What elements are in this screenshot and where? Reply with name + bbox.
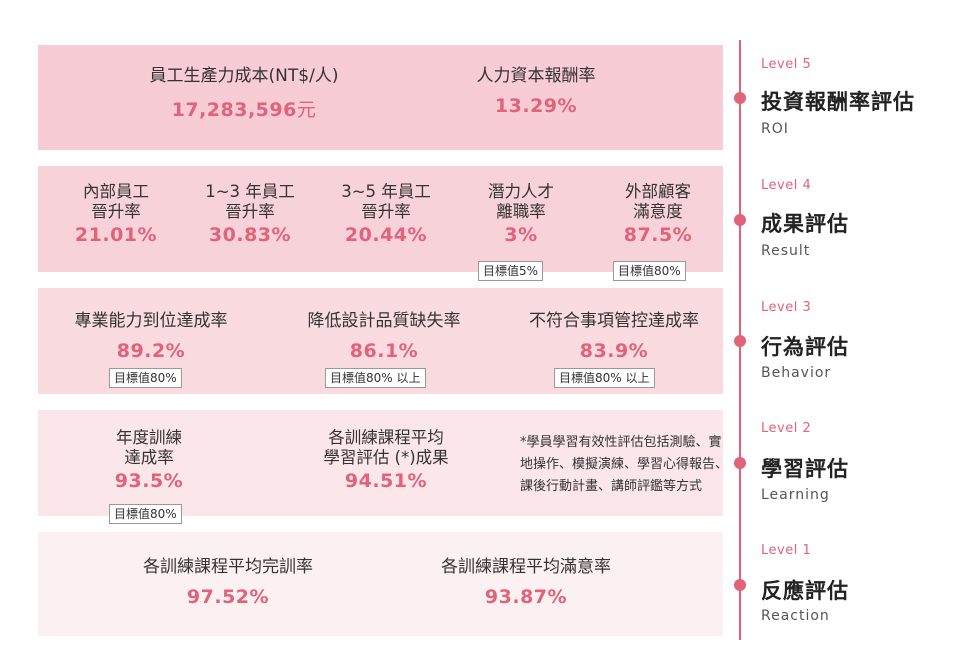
metric-value: 20.44% xyxy=(344,224,428,246)
metric-label-line1: 潛力人才 xyxy=(488,182,554,201)
promotion-1-3-year-metric: 1~3 年員工 晉升率 30.83% xyxy=(205,182,295,246)
metric-label: 各訓練課程平均完訓率 xyxy=(143,557,313,577)
level4-panel: 內部員工 晉升率 21.01% 1~3 年員工 晉升率 30.83% 3~5 年… xyxy=(38,166,723,281)
metric-value: 17,283,596元 xyxy=(150,95,339,122)
target-badge: 目標值80% xyxy=(109,368,182,388)
metric-value: 89.2% xyxy=(116,340,186,362)
metric-label: 不符合事項管控達成率 xyxy=(529,311,699,331)
level1-title: 反應評估 xyxy=(761,579,849,603)
target-badge: 目標值80% xyxy=(613,261,686,281)
metric-label-line2: 晉升率 xyxy=(91,202,141,221)
level5-title: 投資報酬率評估 xyxy=(761,90,915,114)
metric-unit: 元 xyxy=(296,99,317,121)
level1-subtitle: Reaction xyxy=(761,608,830,624)
nonconformity-control-metric: 不符合事項管控達成率 83.9% xyxy=(529,310,699,362)
metric-value: 83.9% xyxy=(579,340,649,362)
level1-dot-icon xyxy=(734,579,746,591)
metric-value: 21.01% xyxy=(74,224,158,246)
design-defect-reduction-metric: 降低設計品質缺失率 86.1% xyxy=(308,310,461,362)
metric-value: 30.83% xyxy=(208,224,292,246)
level2-label: Level 2 xyxy=(761,421,812,436)
level2-dot-icon xyxy=(734,457,746,469)
metric-value: 93.5% xyxy=(114,470,184,492)
level5-panel: 員工生產力成本(NT$/人) 17,283,596元 人力資本報酬率 13.29… xyxy=(38,45,723,150)
level4-subtitle: Result xyxy=(761,243,811,259)
level1-label: Level 1 xyxy=(761,543,812,558)
metric-label-line2: 離職率 xyxy=(496,202,546,221)
metric-number: 17,283,596 xyxy=(171,99,297,121)
metric-label-line1: 1~3 年員工 xyxy=(205,182,295,201)
level3-label: Level 3 xyxy=(761,300,812,315)
level1-panel: 各訓練課程平均完訓率 97.52% 各訓練課程平均滿意率 93.87% xyxy=(38,532,723,636)
level3-title: 行為評估 xyxy=(761,335,849,359)
human-capital-roi-metric: 人力資本報酬率 13.29% xyxy=(477,65,596,117)
target-badge: 目標值80% 以上 xyxy=(325,368,426,388)
metric-label-line1: 外部顧客 xyxy=(624,182,691,201)
level3-panel: 專業能力到位達成率 89.2% 目標值80% 降低設計品質缺失率 86.1% 目… xyxy=(38,288,723,394)
metric-value: 87.5% xyxy=(623,224,693,246)
metric-value: 94.51% xyxy=(344,470,428,492)
metric-label-line1: 年度訓練 xyxy=(115,428,182,447)
talent-turnover-metric: 潛力人才 離職率 3% xyxy=(488,182,554,246)
level4-title: 成果評估 xyxy=(761,212,849,236)
level4-dot-icon xyxy=(734,214,746,226)
level5-label: Level 5 xyxy=(761,57,812,72)
learning-assessment-metric: 各訓練課程平均 學習評估 (*)成果 94.51% xyxy=(323,428,448,492)
metric-label-line2: 學習評估 (*)成果 xyxy=(323,448,449,467)
target-badge: 目標值80% 以上 xyxy=(554,368,655,388)
level2-panel: 年度訓練 達成率 93.5% 目標值80% 各訓練課程平均 學習評估 (*)成果… xyxy=(38,410,728,524)
target-badge: 目標值5% xyxy=(478,261,544,281)
metric-label: 各訓練課程平均滿意率 xyxy=(441,557,611,577)
level3-dot-icon xyxy=(734,335,746,347)
level3-subtitle: Behavior xyxy=(761,365,832,381)
metric-label-line1: 3~5 年員工 xyxy=(341,182,431,201)
metric-label: 降低設計品質缺失率 xyxy=(307,311,461,331)
metric-label-line2: 晉升率 xyxy=(225,202,275,221)
level4-label: Level 4 xyxy=(761,178,812,193)
level2-subtitle: Learning xyxy=(761,487,830,503)
metric-label-line1: 內部員工 xyxy=(82,182,149,201)
metric-value: 3% xyxy=(504,224,538,246)
metric-label: 專業能力到位達成率 xyxy=(74,311,228,331)
metric-value: 13.29% xyxy=(494,95,578,117)
metric-value: 86.1% xyxy=(349,340,419,362)
metric-label: 員工生產力成本(NT$/人) xyxy=(149,66,339,86)
metric-label-line2: 晉升率 xyxy=(361,202,411,221)
metric-value: 97.52% xyxy=(186,586,270,608)
assessment-footnote: *學員學習有效性評估包括測驗、實地操作、模擬演練、學習心得報告、課後行動計畫、講… xyxy=(520,435,729,494)
metric-label-line1: 各訓練課程平均 xyxy=(328,428,444,447)
metric-value: 93.87% xyxy=(484,586,568,608)
metric-label-line2: 滿意度 xyxy=(633,202,683,221)
productivity-cost-metric: 員工生產力成本(NT$/人) 17,283,596元 xyxy=(150,65,339,122)
annual-training-metric: 年度訓練 達成率 93.5% xyxy=(115,428,183,492)
satisfaction-rate-metric: 各訓練課程平均滿意率 93.87% xyxy=(441,556,611,608)
level5-subtitle: ROI xyxy=(761,121,789,137)
promotion-3-5-year-metric: 3~5 年員工 晉升率 20.44% xyxy=(341,182,431,246)
level5-dot-icon xyxy=(734,92,746,104)
metric-label-line2: 達成率 xyxy=(124,448,174,467)
metric-label: 人力資本報酬率 xyxy=(476,66,596,86)
professional-competency-metric: 專業能力到位達成率 89.2% xyxy=(75,310,228,362)
completion-rate-metric: 各訓練課程平均完訓率 97.52% xyxy=(143,556,313,608)
customer-satisfaction-metric: 外部顧客 滿意度 87.5% xyxy=(624,182,692,246)
internal-promotion-metric: 內部員工 晉升率 21.01% xyxy=(75,182,157,246)
level2-title: 學習評估 xyxy=(761,457,849,481)
target-badge: 目標值80% xyxy=(109,504,182,524)
